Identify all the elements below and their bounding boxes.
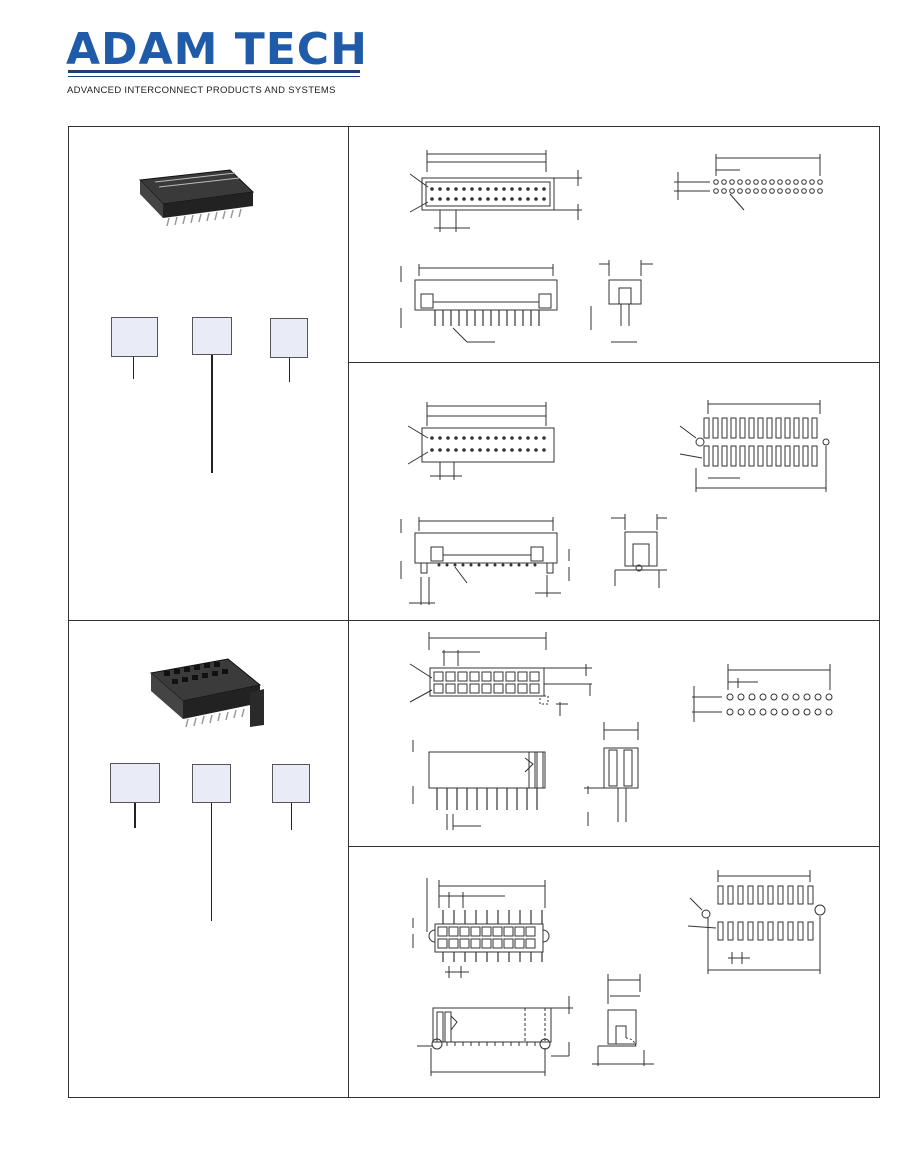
drawing-top-view-4 [405, 872, 585, 980]
drawing-top-view-1 [400, 140, 600, 235]
drawing-pcb-layout-4 [688, 866, 838, 978]
part-code-box-5 [192, 764, 231, 803]
drawing-pcb-layout-1 [670, 150, 830, 210]
part-code-box-6 [272, 764, 310, 803]
part-code-leader-3 [289, 358, 290, 382]
part-code-box-3 [270, 318, 308, 358]
frame-divider-middle [68, 620, 880, 621]
datasheet-frame [68, 126, 880, 1098]
connector-photo-icon [148, 655, 264, 735]
part-code-box-4 [110, 763, 160, 803]
drawing-side-view-4 [405, 992, 580, 1080]
brand-tagline: ADVANCED INTERCONNECT PRODUCTS AND SYSTE… [67, 85, 336, 96]
logo-rule-thin [68, 76, 360, 77]
frame-divider-right-bottom [348, 846, 880, 847]
drawing-pcb-layout-2 [678, 398, 838, 494]
part-code-box-1 [111, 317, 158, 357]
frame-divider-vertical [348, 126, 349, 1098]
part-code-leader-5 [211, 803, 212, 921]
drawing-end-view-4 [588, 970, 660, 1070]
part-code-box-2 [192, 317, 232, 355]
part-code-leader-1 [133, 357, 134, 379]
drawing-side-view-3 [405, 738, 555, 833]
part-code-leader-6 [291, 803, 292, 830]
drawing-top-view-3 [400, 630, 600, 725]
drawing-end-view-1 [585, 258, 655, 348]
brand-logo: ADAM TECH [66, 24, 368, 75]
part-code-leader-4 [134, 803, 136, 828]
drawing-side-view-2 [395, 515, 580, 610]
drawing-end-view-3 [582, 720, 652, 830]
drawing-pcb-layout-3 [688, 662, 838, 724]
frame-divider-right-top [348, 362, 880, 363]
connector-photo-icon [135, 160, 260, 230]
drawing-end-view-2 [605, 512, 675, 592]
drawing-side-view-1 [395, 262, 565, 347]
part-code-leader-2 [211, 355, 213, 473]
logo-rule-thick [68, 70, 360, 73]
drawing-top-view-2 [400, 398, 570, 483]
